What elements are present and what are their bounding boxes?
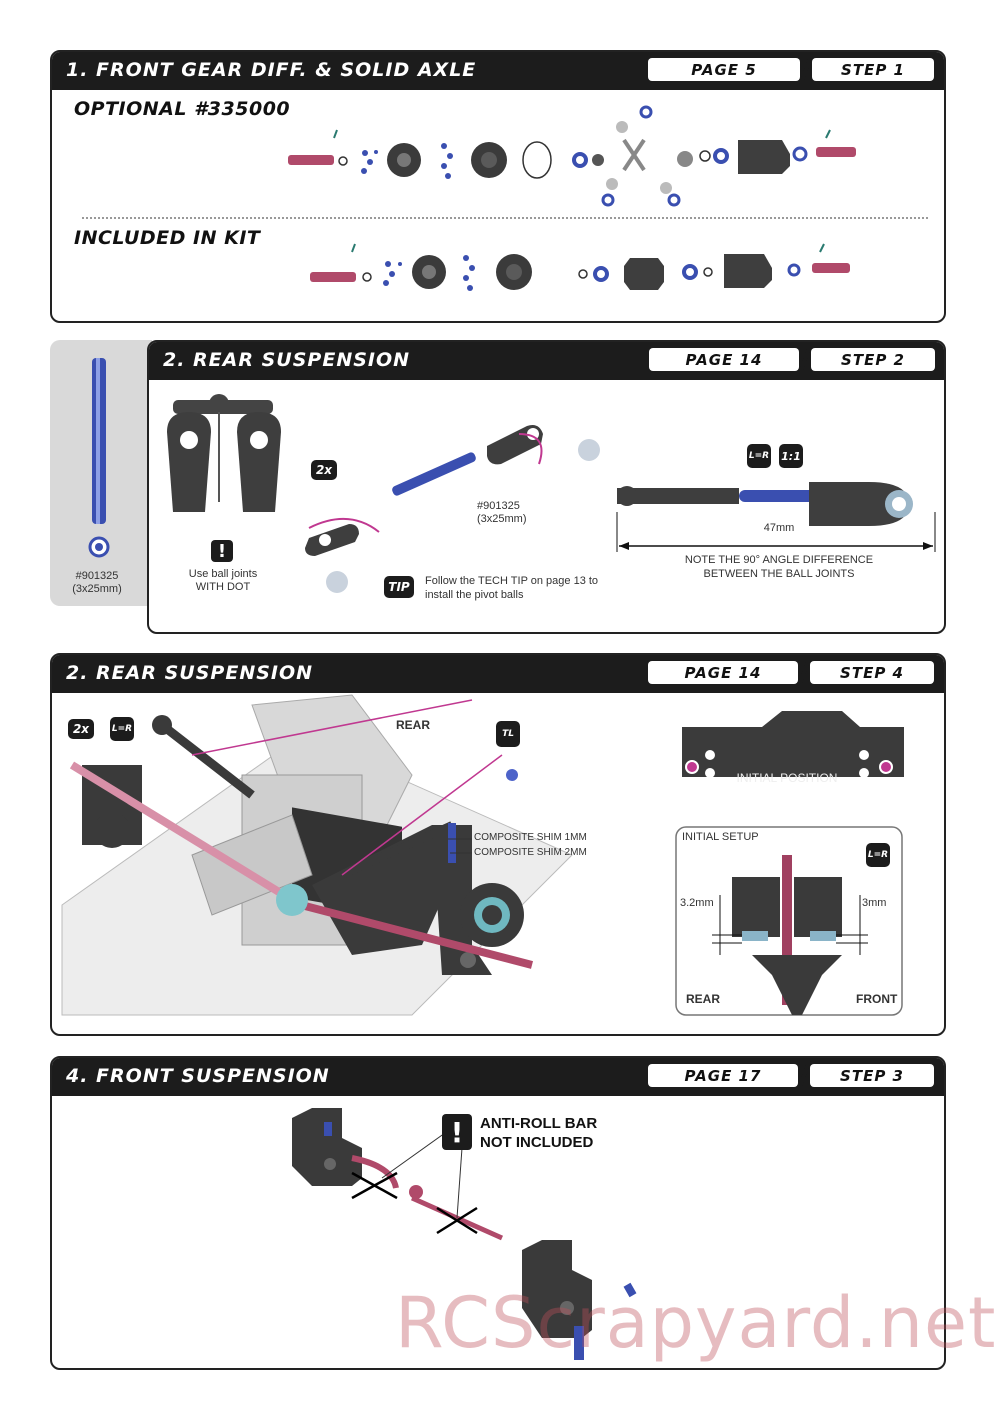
divider xyxy=(82,217,928,219)
section-header: 2. REAR SUSPENSION PAGE 14 STEP 4 xyxy=(52,655,944,693)
angle-note-line1: NOTE THE 90° ANGLE DIFFERENCE xyxy=(684,554,874,566)
ball-joint-note-line2: WITH DOT xyxy=(195,581,251,593)
section-title: 1. FRONT GEAR DIFF. & SOLID AXLE xyxy=(66,59,477,81)
section-front-gear-diff: 1. FRONT GEAR DIFF. & SOLID AXLE PAGE 5 … xyxy=(50,50,946,323)
optional-label: OPTIONAL #335000 xyxy=(74,98,291,120)
warning-icon: ! xyxy=(442,1114,472,1150)
part-number: #901325 xyxy=(477,500,520,512)
rear-suspension-assembly-illustration xyxy=(61,694,904,1016)
page-reference: PAGE 5 xyxy=(648,58,800,81)
setup-front-label: FRONT xyxy=(856,992,898,1006)
tech-tip-icon: TIP xyxy=(384,576,414,598)
part-size: (3x25mm) xyxy=(477,513,527,525)
watermark: RCScrapyard.net xyxy=(395,1282,997,1364)
section-title: 4. FRONT SUSPENSION xyxy=(66,1065,330,1087)
quantity-badge: 2x xyxy=(311,460,337,480)
shim-1mm-label: COMPOSITE SHIM 1MM xyxy=(474,832,587,843)
sidebar-part-number: #901325 xyxy=(75,570,119,582)
page-reference: PAGE 17 xyxy=(648,1064,798,1087)
warning-line1: ANTI-ROLL BAR xyxy=(480,1115,598,1132)
section-header: 4. FRONT SUSPENSION PAGE 17 STEP 3 xyxy=(52,1058,944,1096)
rear-direction-label: REAR xyxy=(396,718,431,732)
step-reference: STEP 3 xyxy=(810,1064,934,1087)
ball-joint-illustration xyxy=(167,394,936,593)
section-rear-suspension-step4: 2. REAR SUSPENSION PAGE 14 STEP 4 xyxy=(50,653,946,1036)
angle-note-line2: BETWEEN THE BALL JOINTS xyxy=(703,568,855,580)
shim-2mm-label: COMPOSITE SHIM 2MM xyxy=(474,847,587,858)
setup-rear-label: REAR xyxy=(686,992,721,1006)
right-height-dimension: 3mm xyxy=(862,897,887,909)
ball-joint-note-line1: Use ball joints xyxy=(188,568,258,580)
shaft-illustration xyxy=(88,358,110,558)
front-suspension-illustration xyxy=(292,1108,637,1360)
quantity-badge: 2x xyxy=(68,719,94,739)
step-reference: STEP 4 xyxy=(810,661,934,684)
warning-icon: ! xyxy=(211,540,233,562)
section-header: 1. FRONT GEAR DIFF. & SOLID AXLE PAGE 5 … xyxy=(52,52,944,90)
section-front-suspension: 4. FRONT SUSPENSION PAGE 17 STEP 3 ! ANT… xyxy=(50,1056,946,1370)
included-label: INCLUDED IN KIT xyxy=(74,227,261,249)
ratio-icon: 1:1 xyxy=(779,444,803,468)
tech-tip-line2: install the pivot balls xyxy=(425,589,524,601)
section-rear-suspension-step2: 2. REAR SUSPENSION PAGE 14 STEP 2 xyxy=(147,340,946,634)
warning-line2: NOT INCLUDED xyxy=(480,1134,594,1151)
section-title: 2. REAR SUSPENSION xyxy=(66,662,314,684)
left-right-icon: L=R xyxy=(110,717,134,741)
part-sidebar: #901325 (3x25mm) xyxy=(50,340,152,606)
sidebar-part-size: (3x25mm) xyxy=(72,583,122,595)
left-height-dimension: 3.2mm xyxy=(680,897,714,909)
tech-tip-line1: Follow the TECH TIP on page 13 to xyxy=(425,575,599,587)
initial-position-label: INITIAL POSITION xyxy=(736,771,838,785)
section-title: 2. REAR SUSPENSION xyxy=(163,349,411,371)
section-header: 2. REAR SUSPENSION PAGE 14 STEP 2 xyxy=(149,342,944,380)
page-reference: PAGE 14 xyxy=(649,348,799,371)
initial-setup-label: INITIAL SETUP xyxy=(682,831,759,843)
page-reference: PAGE 14 xyxy=(648,661,798,684)
optional-diff-parts-illustration xyxy=(288,105,856,291)
step-reference: STEP 1 xyxy=(812,58,934,81)
length-dimension: 47mm xyxy=(763,522,795,534)
left-right-icon: L=R xyxy=(866,843,890,867)
step-reference: STEP 2 xyxy=(811,348,935,371)
thread-lock-icon: TL xyxy=(496,721,520,747)
left-right-icon: L=R xyxy=(747,444,771,468)
